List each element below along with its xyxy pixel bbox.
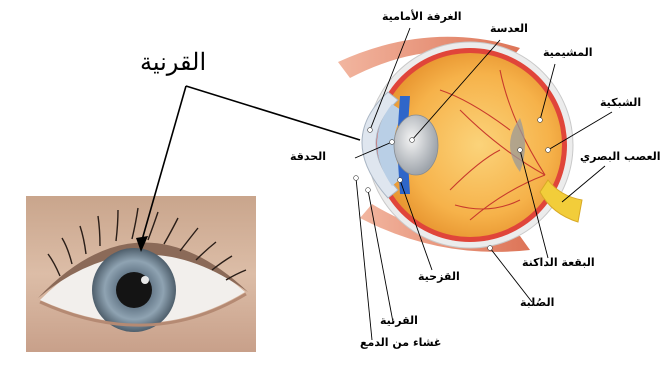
label-cornea-photo: القرنية — [140, 48, 206, 76]
label-anterior-chamber: الغرفة الأمامية — [382, 10, 462, 23]
label-choroid: المشيمية — [543, 46, 593, 59]
eye-photo — [26, 196, 256, 352]
label-cornea: القرنية — [380, 314, 418, 327]
label-iris: القزحية — [418, 270, 460, 283]
lens-shape — [394, 115, 438, 175]
label-blind-spot: البقعة الداكنة — [522, 256, 595, 269]
label-tear-film: غشاء من الدمع — [360, 336, 441, 349]
label-pupil: الحدقة — [290, 150, 326, 163]
label-optic-nerve: العصب البصري — [580, 150, 661, 163]
label-sclera: الصُلبة — [520, 296, 554, 309]
label-lens: العدسة — [490, 22, 528, 35]
label-retina: الشبكية — [600, 96, 641, 109]
eyeball-cross-section — [338, 37, 582, 252]
